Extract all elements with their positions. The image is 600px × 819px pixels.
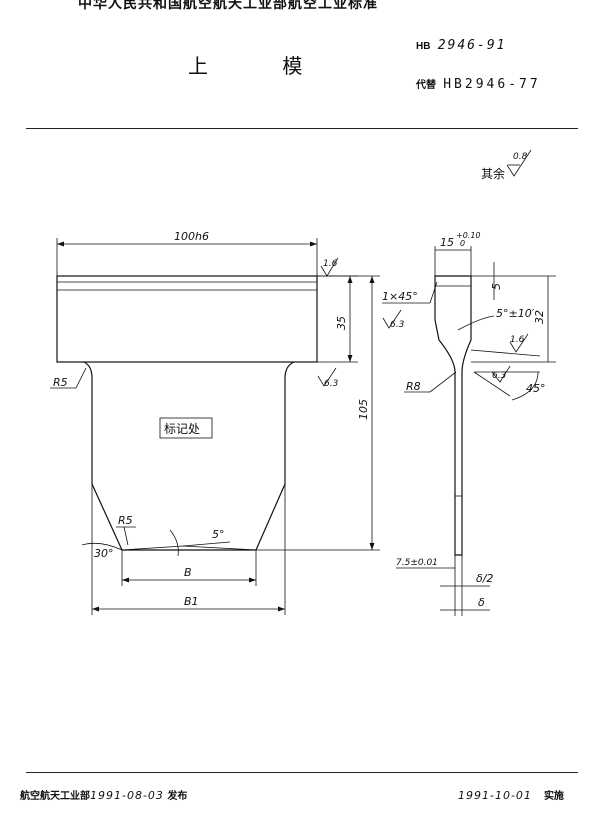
width-dimension: 100h6	[174, 230, 209, 243]
flange-height-dimension: 35	[335, 316, 348, 330]
blade-offset-dimension: 7.5±0.01	[396, 558, 438, 568]
issuer: 航空航天工业部	[20, 791, 90, 802]
dimension-b: B	[184, 566, 192, 579]
standard-authority-title: 中华人民共和国航空航天工业部航空工业标准	[78, 0, 378, 12]
roughness-symbol-icon	[317, 367, 337, 387]
total-height-dimension: 105	[357, 399, 370, 420]
side-view: 15 +0.10 0 1×45° 6.3 5 32 5°±10′ 1.6 6.3…	[382, 231, 556, 616]
general-roughness-value: 0.8	[513, 152, 528, 162]
header-divider	[26, 128, 578, 129]
effective-info: 1991-10-01 实施	[458, 787, 564, 802]
side-step-dimension: 5	[490, 283, 503, 290]
top-face-roughness: 1.6	[323, 259, 338, 269]
standard-prefix: HB	[416, 41, 431, 52]
standard-number: HB 2946-91	[416, 38, 506, 53]
side-angle: 45°	[526, 382, 546, 395]
effective-label: 实施	[543, 791, 564, 802]
part-name: 上 模	[188, 54, 337, 78]
dimension-b1: B1	[184, 595, 199, 608]
side-height-dimension: 32	[533, 310, 546, 324]
roughness-symbol-icon	[320, 257, 339, 277]
chamfer-roughness: 6.3	[390, 320, 405, 330]
general-roughness-note: 其余 0.8	[481, 149, 532, 181]
side-fillet-radius: R8	[406, 380, 421, 393]
left-fillet-radius: R5	[53, 376, 68, 389]
issue-date: 1991-08-03	[90, 789, 164, 802]
roughness-symbol-icon	[382, 309, 402, 329]
replaces-number: HB2946-77	[443, 77, 541, 92]
replaces-label: 代替	[416, 80, 436, 91]
body-outline	[83, 361, 295, 551]
roughness-symbol-icon	[509, 333, 529, 353]
tip-angle: 30°	[94, 547, 114, 560]
tip-fillet-radius: R5	[118, 514, 133, 527]
end-angle: 5°	[212, 528, 225, 541]
side-face-roughness: 1.6	[510, 335, 525, 345]
issue-label: 发布	[167, 791, 188, 802]
roughness-symbol-icon	[491, 365, 511, 383]
standard-number-value: 2946-91	[437, 38, 507, 53]
side-view-outline	[434, 275, 472, 556]
footer-divider	[26, 772, 578, 773]
replaces-standard: 代替 HB2946-77	[416, 76, 541, 92]
side-top-width: 15	[440, 236, 454, 249]
roughness-symbol-icon	[506, 149, 532, 177]
thickness-dimension: δ	[478, 596, 485, 609]
shoulder-roughness: 6.3	[324, 379, 339, 389]
flange-outline	[56, 275, 318, 363]
side-top-width-lower-tol: 0	[460, 239, 465, 248]
side-chamfer: 1×45°	[382, 290, 418, 303]
side-taper-angle: 5°±10′	[496, 307, 535, 320]
mark-area-label: 标记处	[164, 422, 200, 436]
issue-info: 航空航天工业部1991-08-03 发布	[20, 787, 187, 802]
half-thickness-dimension: δ/2	[476, 572, 493, 585]
front-view: 标记处 100h6 35 105 1.6 6.3 R5 R5 3	[50, 230, 380, 615]
effective-date: 1991-10-01	[458, 789, 532, 802]
side-top-width-upper-tol: +0.10	[456, 231, 481, 240]
general-roughness-label: 其余	[481, 166, 505, 181]
side-angle-roughness: 6.3	[492, 371, 507, 381]
